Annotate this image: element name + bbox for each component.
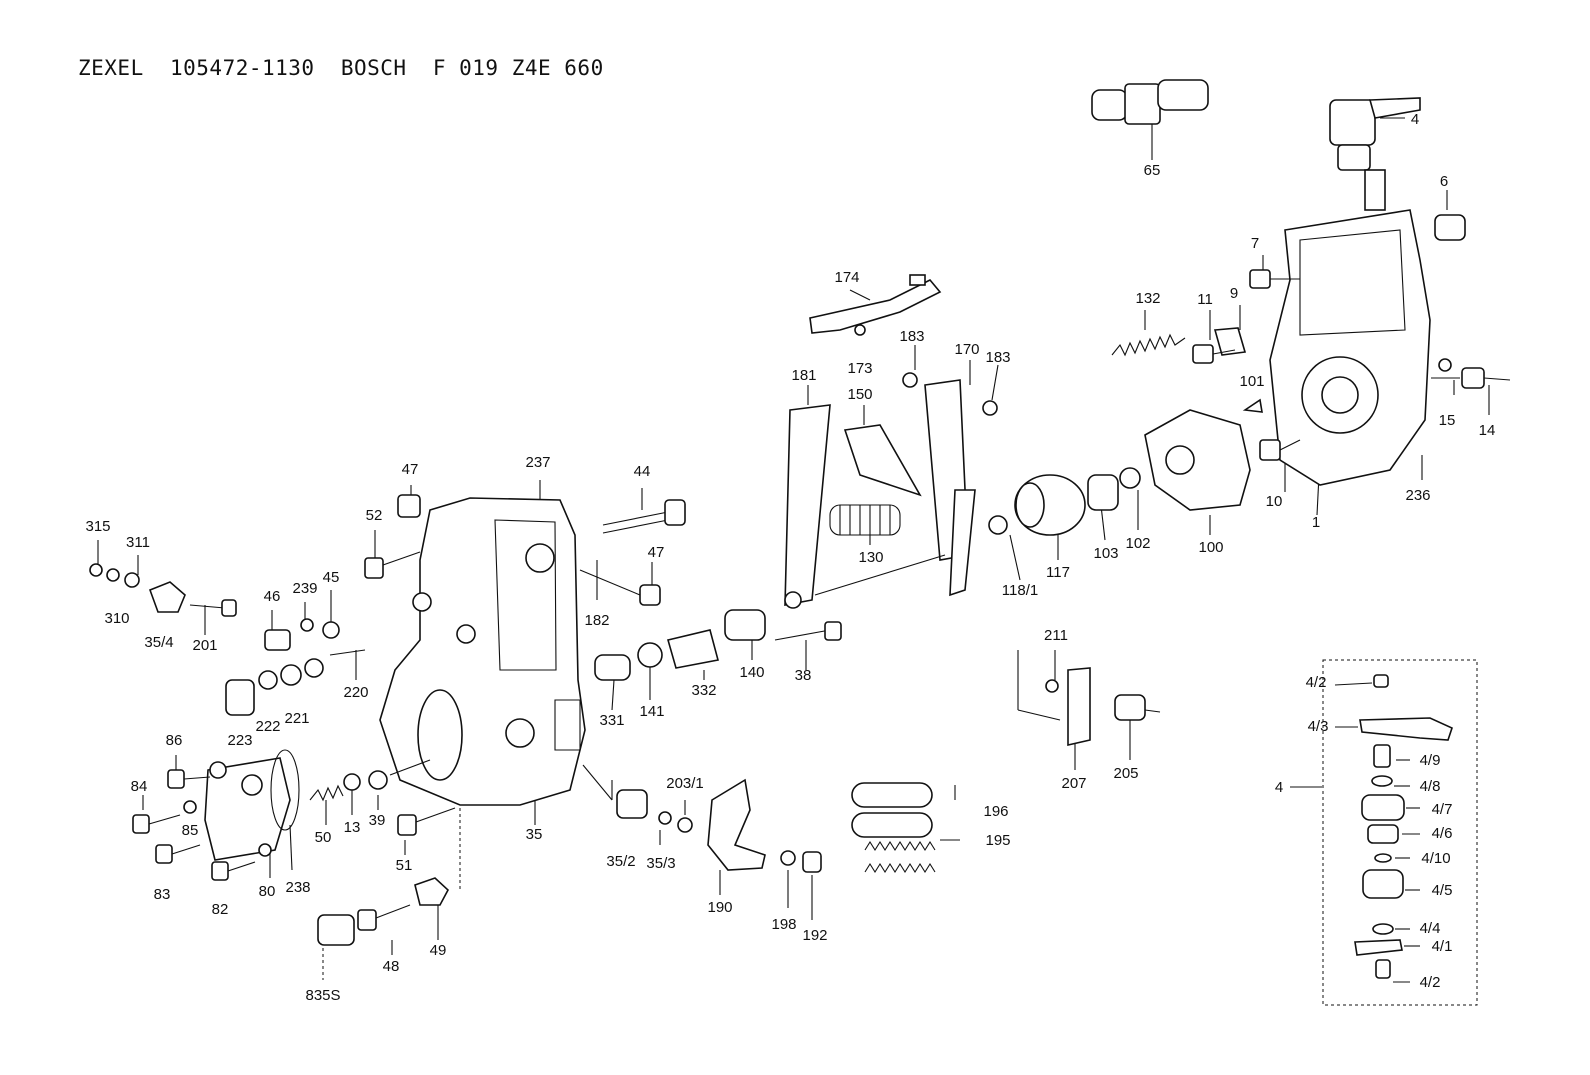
callout-4: 4 xyxy=(1410,111,1420,128)
callout-310: 310 xyxy=(104,610,130,627)
inset-label-4-4: 4/4 xyxy=(1419,920,1441,937)
callout-311: 311 xyxy=(126,534,150,551)
callout-46: 46 xyxy=(263,588,281,605)
callout-35-4: 35/4 xyxy=(144,634,174,651)
inset-label-4-1: 4/1 xyxy=(1431,938,1453,955)
callout-201: 201 xyxy=(192,637,218,654)
part-shapes xyxy=(89,79,1511,946)
inset-label-4-7: 4/7 xyxy=(1431,801,1453,818)
inset-label-4-6: 4/6 xyxy=(1431,825,1453,842)
callout-11: 11 xyxy=(1197,291,1213,308)
callout-9: 9 xyxy=(1229,285,1239,302)
inset-label-4-10: 4/10 xyxy=(1421,850,1451,867)
callout-195: 195 xyxy=(985,832,1011,849)
callout-236: 236 xyxy=(1405,487,1431,504)
callout-315: 315 xyxy=(85,518,111,535)
callout-13: 13 xyxy=(343,819,361,836)
callout-237: 237 xyxy=(525,454,551,471)
callout-80: 80 xyxy=(258,883,276,900)
callout-173: 173 xyxy=(847,360,873,377)
inset-label-4-3: 4/3 xyxy=(1307,718,1329,735)
callout-181: 181 xyxy=(791,367,817,384)
callout-132: 132 xyxy=(1135,290,1161,307)
callout-83: 83 xyxy=(153,886,171,903)
callout-47a: 47 xyxy=(401,461,419,478)
callout-48: 48 xyxy=(382,958,400,975)
callout-835s: 835S xyxy=(305,987,341,1004)
callout-65: 65 xyxy=(1143,162,1161,179)
callout-183b: 183 xyxy=(985,349,1011,366)
inset-label-4-2-bottom: 4/2 xyxy=(1419,974,1441,991)
callout-35-2: 35/2 xyxy=(606,853,636,870)
inset-label-4-2-top: 4/2 xyxy=(1305,674,1327,691)
inset-main-label: 4 xyxy=(1274,779,1284,796)
callout-44: 44 xyxy=(633,463,651,480)
callout-7: 7 xyxy=(1250,235,1260,252)
callout-205: 205 xyxy=(1113,765,1139,782)
callout-203-1: 203/1 xyxy=(666,775,704,792)
callout-35-3: 35/3 xyxy=(646,855,676,872)
callout-239: 239 xyxy=(292,580,318,597)
callout-192: 192 xyxy=(802,927,828,944)
callout-6: 6 xyxy=(1439,173,1449,190)
callout-223: 223 xyxy=(227,732,253,749)
callout-118-1: 118/1 xyxy=(1001,582,1039,599)
callout-82: 82 xyxy=(211,901,229,918)
callout-198: 198 xyxy=(771,916,797,933)
callout-170: 170 xyxy=(954,341,980,358)
callout-117: 117 xyxy=(1046,564,1070,581)
callout-35: 35 xyxy=(525,826,543,843)
callout-238: 238 xyxy=(285,879,311,896)
callout-45: 45 xyxy=(322,569,340,586)
callout-211: 211 xyxy=(1044,627,1068,644)
callout-183a: 183 xyxy=(899,328,925,345)
callout-332: 332 xyxy=(691,682,717,699)
callout-100: 100 xyxy=(1198,539,1224,556)
inset-label-4-5: 4/5 xyxy=(1431,882,1453,899)
callout-50: 50 xyxy=(314,829,332,846)
callout-196: 196 xyxy=(983,803,1009,820)
callout-15: 15 xyxy=(1438,412,1456,429)
callout-130: 130 xyxy=(858,549,884,566)
callout-52: 52 xyxy=(365,507,383,524)
callout-51: 51 xyxy=(395,857,413,874)
callout-140: 140 xyxy=(739,664,765,681)
callout-190: 190 xyxy=(707,899,733,916)
inset-label-4-8: 4/8 xyxy=(1419,778,1441,795)
callout-86: 86 xyxy=(165,732,183,749)
callout-47b: 47 xyxy=(647,544,665,561)
callout-141: 141 xyxy=(639,703,665,720)
diagram-title: ZEXEL 105472-1130 BOSCH F 019 Z4E 660 xyxy=(78,56,604,80)
callout-84: 84 xyxy=(130,778,148,795)
callout-85: 85 xyxy=(181,822,199,839)
callout-182: 182 xyxy=(584,612,610,629)
callout-103: 103 xyxy=(1093,545,1119,562)
callout-207: 207 xyxy=(1061,775,1087,792)
callout-150: 150 xyxy=(847,386,873,403)
callout-101: 101 xyxy=(1239,373,1265,390)
callout-102: 102 xyxy=(1125,535,1151,552)
callout-38: 38 xyxy=(794,667,812,684)
callout-49: 49 xyxy=(429,942,447,959)
callout-331: 331 xyxy=(599,712,625,729)
callout-220: 220 xyxy=(343,684,369,701)
callout-14: 14 xyxy=(1478,422,1496,439)
callout-174: 174 xyxy=(834,269,860,286)
inset-label-4-9: 4/9 xyxy=(1419,752,1441,769)
callout-1: 1 xyxy=(1311,514,1321,531)
callout-222: 222 xyxy=(255,718,281,735)
inset-drawing xyxy=(1290,659,1478,1006)
callout-10: 10 xyxy=(1265,493,1283,510)
callout-39: 39 xyxy=(368,812,386,829)
callout-221: 221 xyxy=(284,710,310,727)
